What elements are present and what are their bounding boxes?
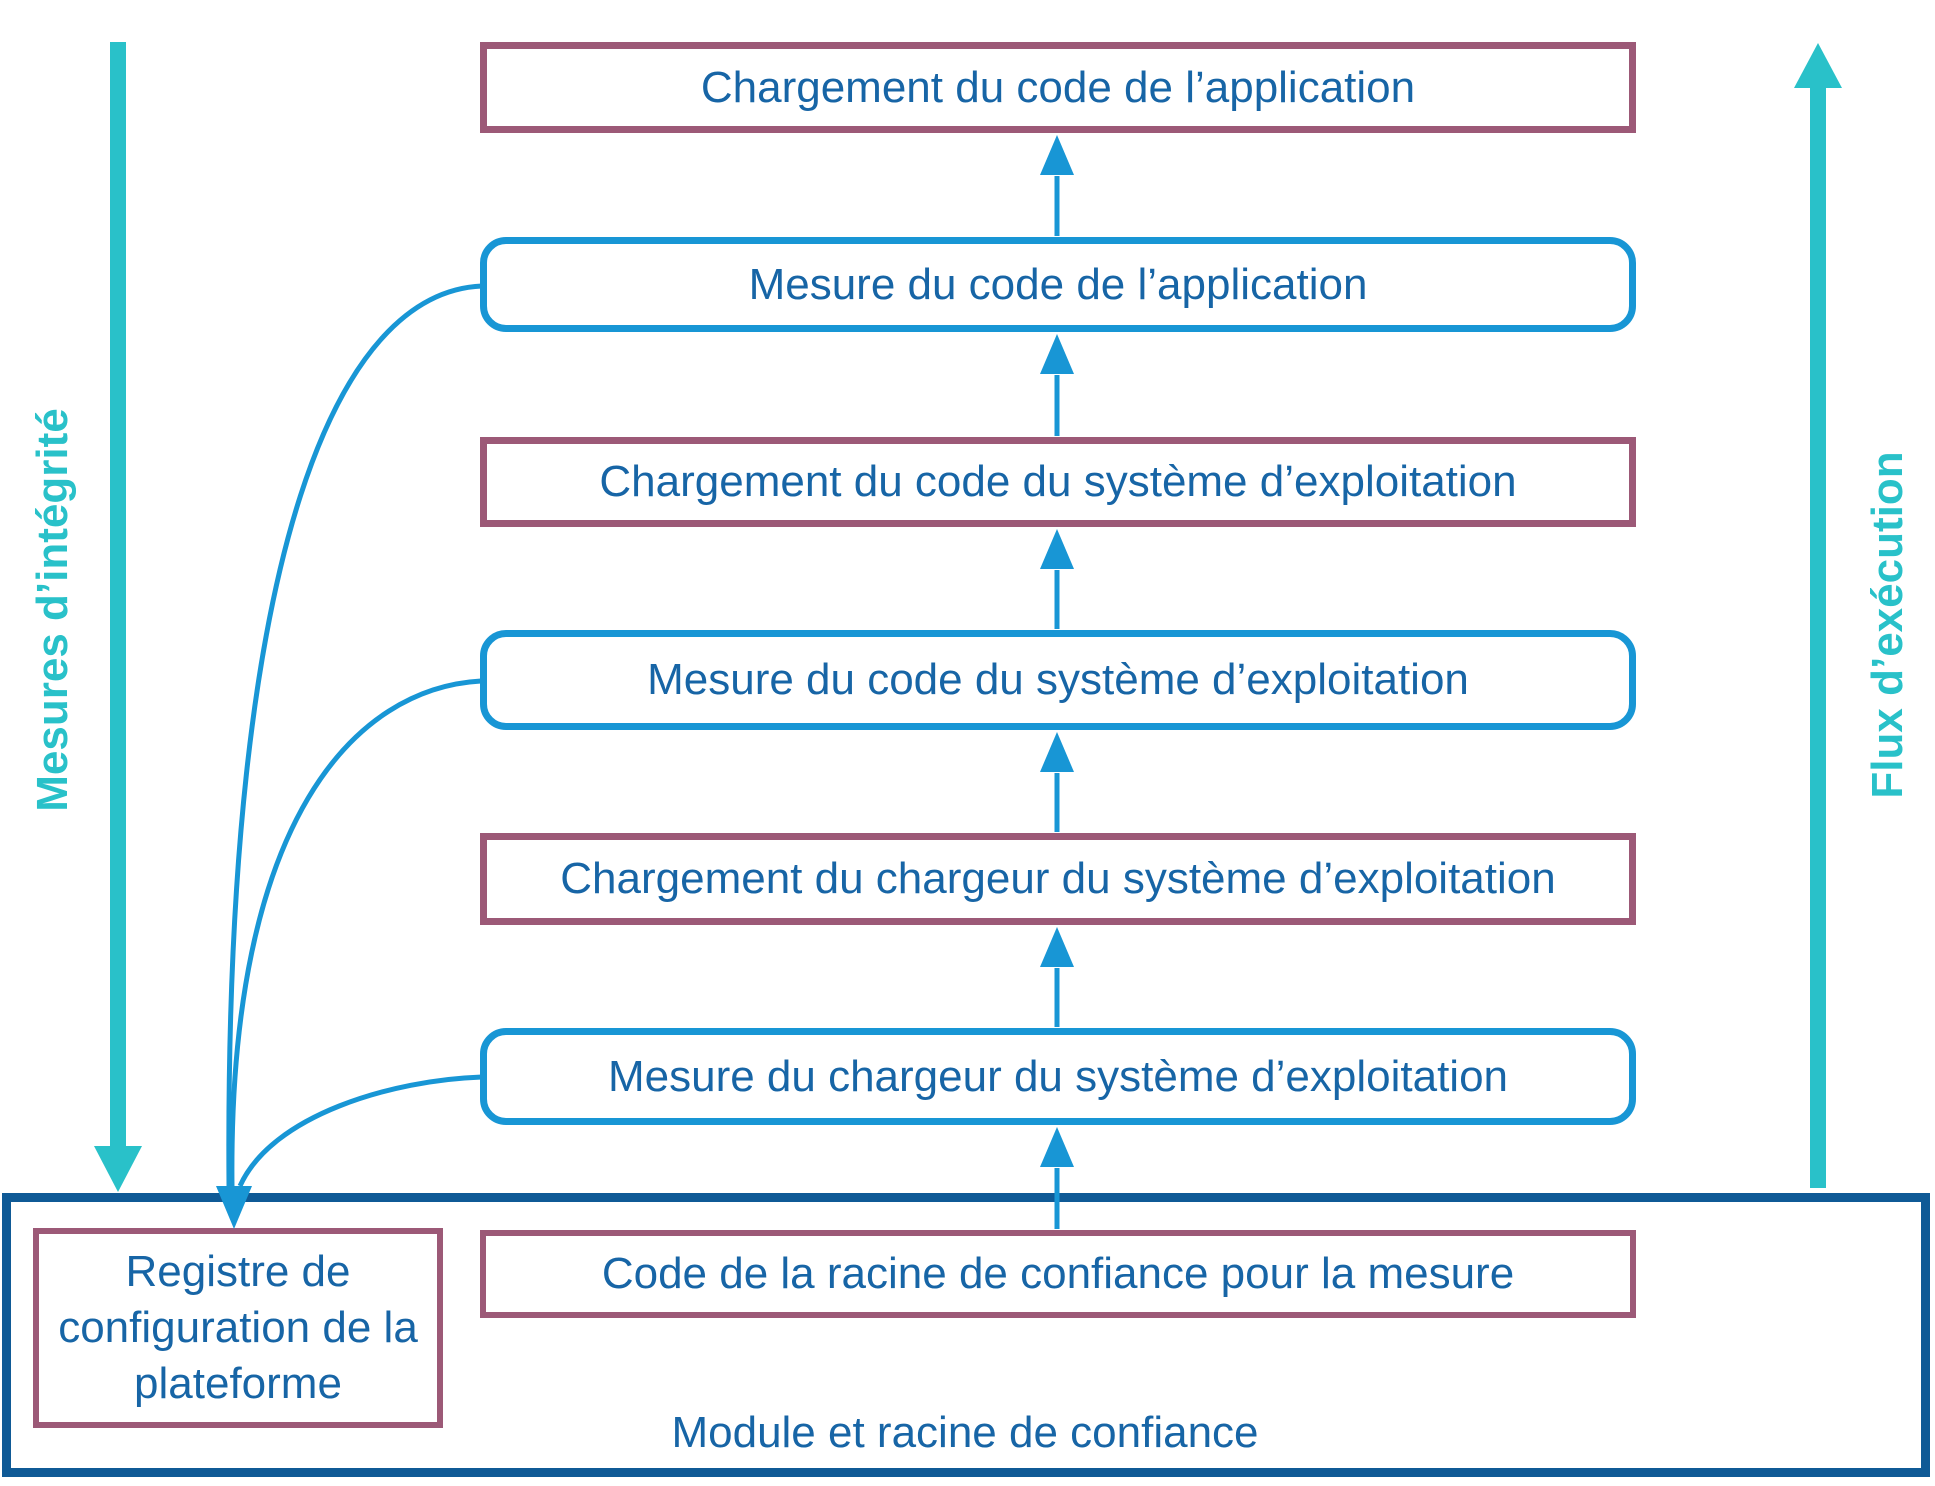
measure-os-code-label: Mesure du code du système d’exploitation: [647, 655, 1469, 704]
root-of-trust-code-label: Code de la racine de confiance pour la m…: [601, 1249, 1515, 1298]
measure-to-pcr-curves: [216, 283, 483, 1229]
integrity-measures-arrow: [94, 42, 142, 1192]
measure-app-code-label: Mesure du code de l’application: [748, 259, 1368, 309]
measure-os-loader-box: Mesure du chargeur du système d’exploita…: [480, 1028, 1636, 1125]
measure-os-code-box: Mesure du code du système d’exploitation: [480, 630, 1636, 730]
platform-config-register-label: Registre de configuration de la platefor…: [58, 1247, 418, 1408]
load-os-code-box: Chargement du code du système d’exploita…: [480, 437, 1636, 527]
integrity-measures-label: Mesures d’intégrité: [28, 408, 77, 812]
trust-module-label: Module et racine de confiance: [671, 1408, 1259, 1457]
load-os-loader-label: Chargement du chargeur du système d’expl…: [560, 854, 1556, 903]
platform-config-register-box: Registre de configuration de la platefor…: [33, 1228, 443, 1428]
load-os-code-label: Chargement du code du système d’exploita…: [599, 457, 1517, 506]
load-app-code-label: Chargement du code de l’application: [700, 62, 1416, 112]
measure-app-code-box: Mesure du code de l’application: [480, 237, 1636, 332]
execution-flow-label: Flux d’exécution: [1863, 451, 1912, 799]
root-of-trust-code-box: Code de la racine de confiance pour la m…: [480, 1230, 1636, 1318]
execution-flow-arrow: [1794, 43, 1842, 1188]
measure-os-loader-label: Mesure du chargeur du système d’exploita…: [607, 1051, 1509, 1101]
load-os-loader-box: Chargement du chargeur du système d’expl…: [480, 833, 1636, 925]
load-app-code-box: Chargement du code de l’application: [480, 42, 1636, 133]
